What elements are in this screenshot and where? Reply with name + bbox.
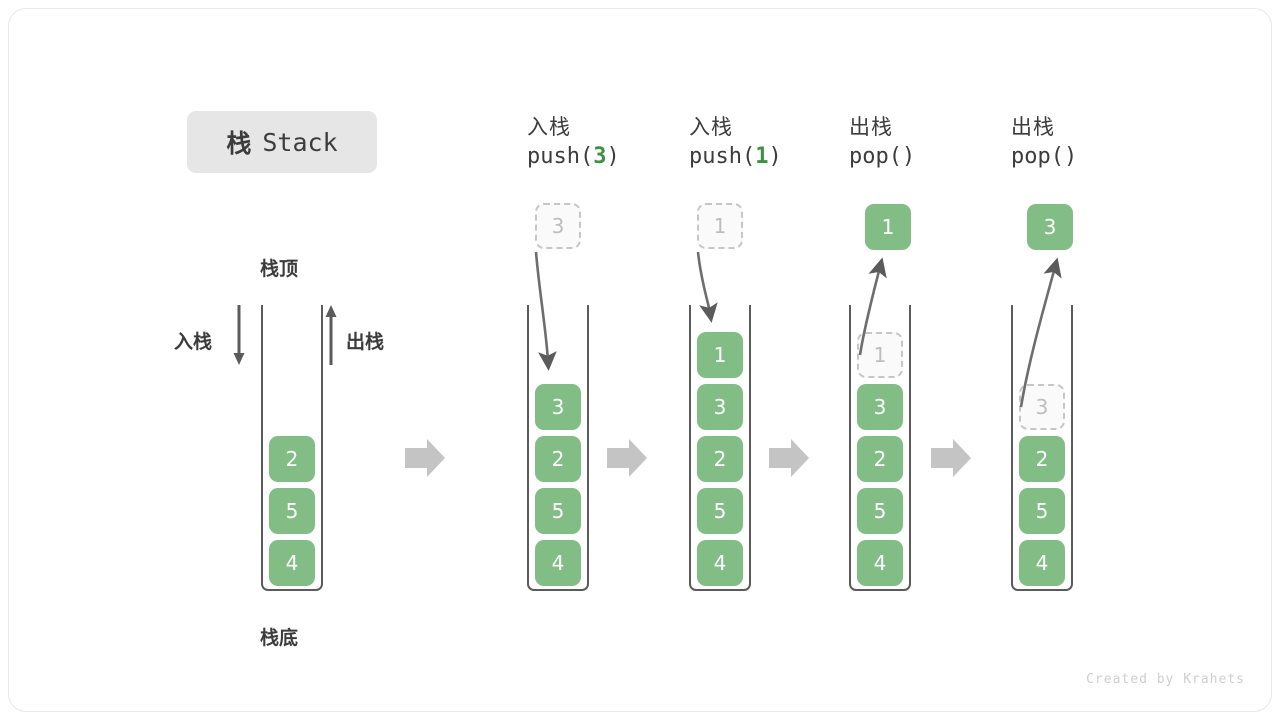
stack-cell-ghost: 3 bbox=[1019, 384, 1065, 430]
stack-container bbox=[689, 305, 751, 591]
stack-cell: 5 bbox=[857, 488, 903, 534]
stack-cell: 1 bbox=[697, 332, 743, 378]
stack-cell: 5 bbox=[269, 488, 315, 534]
stack-cell: 5 bbox=[535, 488, 581, 534]
stack-container bbox=[1011, 305, 1073, 591]
label-pop-side: 出栈 bbox=[346, 331, 385, 353]
stack-cell: 2 bbox=[857, 436, 903, 482]
stack-cell: 4 bbox=[1019, 540, 1065, 586]
diagram-title-chip: 栈 Stack bbox=[187, 111, 377, 173]
step-label-cn: 出栈 bbox=[849, 115, 893, 139]
stack-container bbox=[849, 305, 911, 591]
step-label-code: push(1) bbox=[689, 144, 782, 169]
step-label-code: push(3) bbox=[527, 144, 620, 169]
stack-cells: 4 5 2 3 bbox=[531, 381, 585, 589]
stack-cell: 5 bbox=[697, 488, 743, 534]
stack-cell: 2 bbox=[1019, 436, 1065, 482]
stack-cells: 4 5 2 3 1 bbox=[693, 329, 747, 589]
step-header-2: 入栈 push(1) bbox=[689, 114, 859, 174]
stack-cell: 5 bbox=[1019, 488, 1065, 534]
stack-cell: 3 bbox=[535, 384, 581, 430]
stack-container bbox=[261, 305, 323, 591]
transition-arrow-icon-1 bbox=[405, 439, 445, 477]
popped-value-box: 3 bbox=[1027, 204, 1073, 250]
step-header-1: 入栈 push(3) bbox=[527, 114, 697, 174]
title-en: Stack bbox=[262, 127, 338, 157]
stack-container bbox=[527, 305, 589, 591]
label-push-side: 入栈 bbox=[174, 331, 213, 353]
stack-cell-ghost: 1 bbox=[857, 332, 903, 378]
title-cn: 栈 bbox=[226, 129, 253, 158]
stack-cells: 4 5 2 bbox=[265, 433, 319, 589]
stack-cells: 4 5 2 3 bbox=[1015, 381, 1069, 589]
stack-cell: 2 bbox=[269, 436, 315, 482]
popped-value-box: 1 bbox=[865, 204, 911, 250]
stack-cell: 2 bbox=[697, 436, 743, 482]
stack-cell: 2 bbox=[535, 436, 581, 482]
stack-cell: 4 bbox=[535, 540, 581, 586]
stack-cell: 4 bbox=[857, 540, 903, 586]
stack-column-step-1: 4 5 2 3 3 bbox=[493, 9, 663, 711]
step-header-4: 出栈 pop() bbox=[1011, 114, 1181, 174]
stack-cells: 4 5 2 3 1 bbox=[853, 329, 907, 589]
diagram-canvas: 栈 Stack 栈顶 栈底 入栈 出栈 4 5 2 4 5 2 3 3 4 5 2 3 1 1 4 5 2… bbox=[8, 8, 1272, 712]
stack-cell: 3 bbox=[697, 384, 743, 430]
stack-cell: 4 bbox=[269, 540, 315, 586]
step-label-code: pop() bbox=[1011, 144, 1078, 169]
label-stack-bottom: 栈底 bbox=[260, 627, 299, 649]
step-label-cn: 入栈 bbox=[527, 115, 571, 139]
stack-column-initial: 4 5 2 bbox=[227, 9, 397, 711]
incoming-value-box: 1 bbox=[697, 203, 743, 249]
label-stack-top: 栈顶 bbox=[260, 258, 299, 280]
step-label-code: pop() bbox=[849, 144, 916, 169]
incoming-value-box: 3 bbox=[535, 203, 581, 249]
step-label-cn: 出栈 bbox=[1011, 115, 1055, 139]
stack-cell: 3 bbox=[857, 384, 903, 430]
stack-cell: 4 bbox=[697, 540, 743, 586]
credit-text: Created by Krahets bbox=[1086, 672, 1245, 687]
step-header-3: 出栈 pop() bbox=[849, 114, 1019, 174]
stack-column-step-2: 4 5 2 3 1 1 bbox=[655, 9, 825, 711]
step-label-cn: 入栈 bbox=[689, 115, 733, 139]
